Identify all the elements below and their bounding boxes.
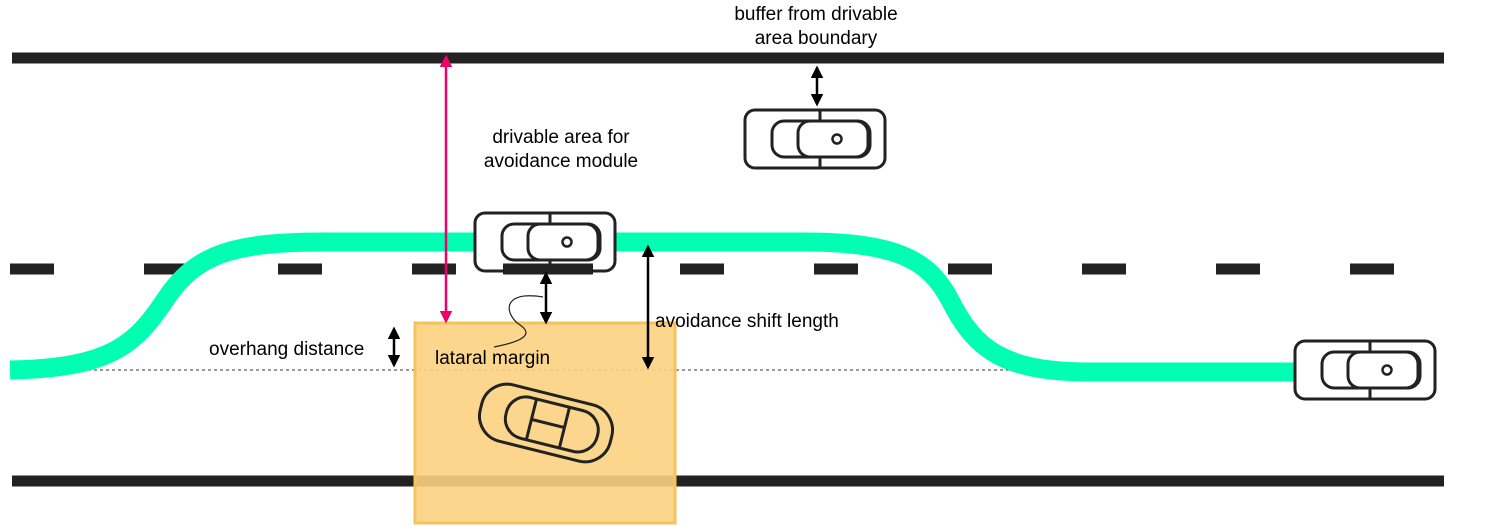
buffer-label-line2: area boundary [755,28,878,49]
avoidance-path [9,232,1300,382]
ego-car-buffer-icon [743,108,887,170]
obstacle-car-icon [477,382,615,464]
ego-car-returned-icon [1293,339,1437,401]
overhang-distance-label: overhang distance [209,339,364,360]
shift-length-label: avoidance shift length [655,311,839,332]
lateral-margin-leader [493,295,544,348]
drivable-area-label-line2: avoidance module [484,151,638,172]
buffer-label-line1: buffer from drivable [734,4,897,25]
drivable-area-label-line1: drivable area for [492,127,630,148]
lateral-margin-label: lataral margin [435,348,550,369]
ego-car-shifted-icon [473,211,617,273]
